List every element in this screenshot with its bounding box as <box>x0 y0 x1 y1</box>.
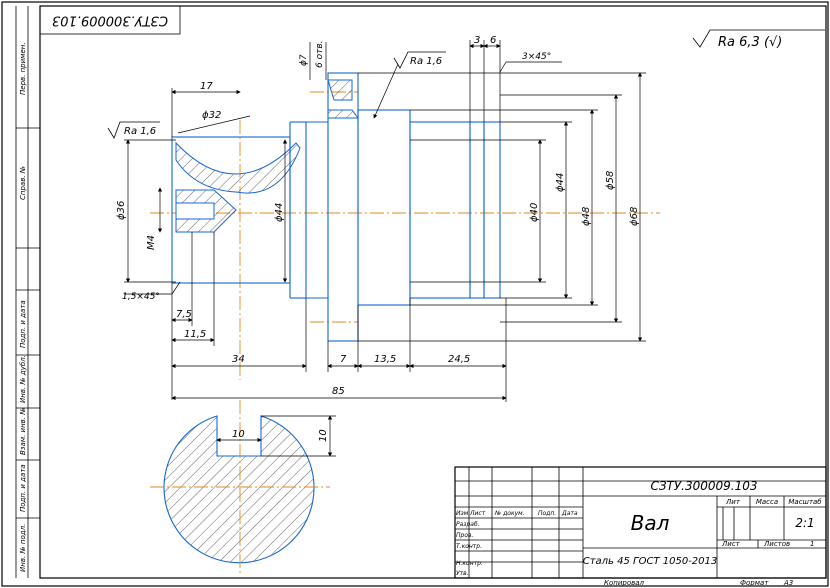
roughness-general: Ra 6,3 (√) <box>718 35 782 50</box>
dim-3: 3 <box>474 35 480 46</box>
dim-key-depth: 10 <box>318 429 329 442</box>
stamp-podp2: Подп. и дата <box>19 464 27 512</box>
shaft-main-view <box>150 72 660 380</box>
part-name: Вал <box>631 511 670 535</box>
title-block: СЗТУ.300009.103 Вал Сталь 45 ГОСТ 1050-2… <box>454 466 827 587</box>
dim-d44-right: ϕ44 <box>555 173 566 192</box>
header-scale: Масштаб <box>788 498 822 506</box>
dim-m4: M4 <box>146 235 157 250</box>
dim-d7: ϕ7 <box>299 54 309 66</box>
designation-rotated: СЗТУ.300009.103 <box>52 13 168 28</box>
rev-h-izm: Изм <box>456 510 469 517</box>
sheets-count: 1 <box>810 540 814 548</box>
role-nkontr: Н.контр. <box>456 560 483 567</box>
dim-6: 6 <box>490 35 496 46</box>
rev-h-date: Дата <box>561 510 578 517</box>
dim-d44-left: ϕ44 <box>274 203 285 222</box>
dim-chamfer1: 1,5×45° <box>122 292 160 302</box>
dim-85: 85 <box>332 386 345 397</box>
dim-11-5: 11,5 <box>184 329 206 340</box>
roughness-face: Ra 1,6 <box>124 126 156 137</box>
rev-h-doc: № докум. <box>494 510 525 517</box>
stamp-inv-dubl: Инв. № дубл. <box>19 355 27 403</box>
sheets-label: Листов <box>763 540 790 548</box>
rev-h-podp: Подп. <box>538 510 556 517</box>
stamp-sprav: Справ. № <box>19 166 27 200</box>
copied-label: Копировал <box>604 579 645 587</box>
role-prov: Пров. <box>456 532 474 539</box>
dim-d48: ϕ48 <box>581 207 592 226</box>
dim-key-width: 10 <box>232 429 245 440</box>
key-section-view: 10 10 <box>150 400 336 575</box>
dim-d32: ϕ32 <box>202 110 221 121</box>
general-roughness: Ra 6,3 (√) <box>692 29 825 50</box>
stamp-inv-podl: Инв. № подл. <box>19 524 27 572</box>
scale-value: 2:1 <box>795 516 814 530</box>
roughness-bore: Ra 1,6 <box>410 56 442 67</box>
top-designation: СЗТУ.300009.103 <box>39 5 181 35</box>
dim-7-5: 7,5 <box>176 309 192 320</box>
dim-34: 34 <box>232 354 245 365</box>
stamp-podp1: Подп. и дата <box>19 300 27 348</box>
stamp-perv: Перв. примен. <box>19 42 27 95</box>
designation: СЗТУ.300009.103 <box>650 479 757 493</box>
dim-d58: ϕ58 <box>605 171 616 190</box>
format-label: Формат <box>740 579 769 587</box>
dim-d68: ϕ68 <box>629 207 640 226</box>
dim-chamfer2: 3×45° <box>522 52 551 62</box>
material: Сталь 45 ГОСТ 1050-2013 <box>583 556 718 567</box>
rev-h-list: Лист <box>469 510 486 517</box>
role-razrab: Разраб. <box>456 521 480 528</box>
stamp-vzam: Взам. инв. № <box>19 407 27 455</box>
dim-13-5: 13,5 <box>374 354 396 365</box>
inner-frame <box>39 5 827 579</box>
format-value: А3 <box>783 579 793 587</box>
dim-d40: ϕ40 <box>529 203 540 222</box>
dim-24-5: 24,5 <box>448 354 470 365</box>
dim-17: 17 <box>200 81 213 92</box>
sheet-label: Лист <box>721 540 741 548</box>
dim-7: 7 <box>340 354 347 365</box>
dimensions: 17 ϕ32 Ra 1,6 ϕ36 M4 1,5×45° 7,5 11,5 34 <box>107 35 646 402</box>
header-lit: Лит <box>725 498 741 506</box>
role-tkontr: Т.контр. <box>456 543 482 550</box>
header-mass: Масса <box>756 498 778 506</box>
dim-d36: ϕ36 <box>116 201 127 220</box>
dim-holes: 6 отв. <box>315 40 325 68</box>
side-stamp: Перв. примен. Справ. № Подп. и дата Инв.… <box>15 6 40 578</box>
role-utv: Утв. <box>456 570 469 577</box>
